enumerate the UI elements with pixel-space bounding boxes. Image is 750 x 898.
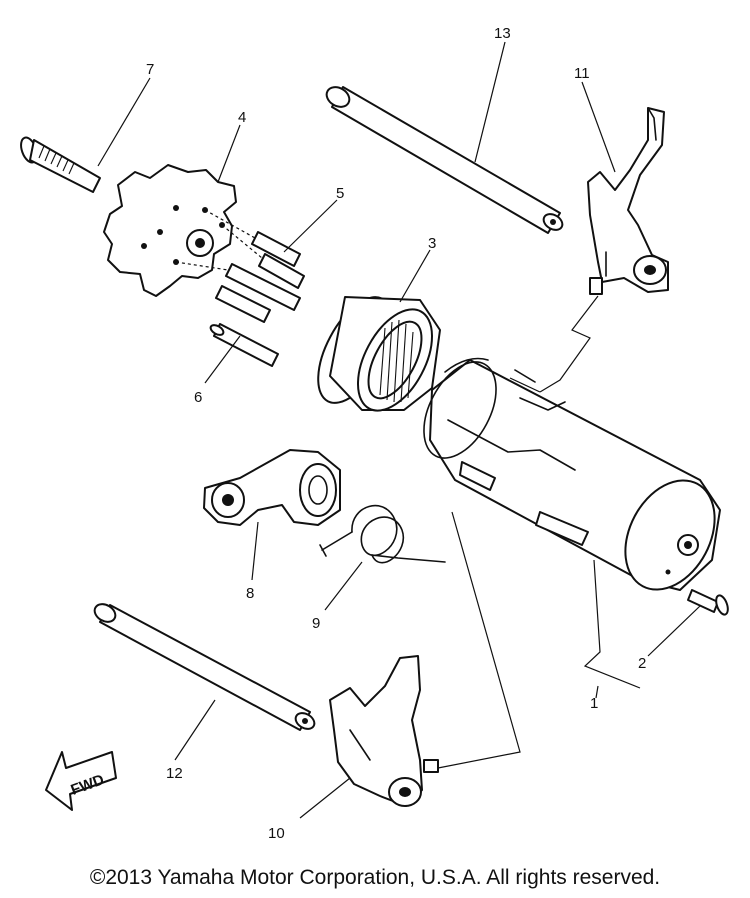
callout-7: 7 <box>146 61 154 78</box>
callout-5: 5 <box>336 185 344 202</box>
part-13-shift-shaft <box>325 86 564 234</box>
callout-2: 2 <box>638 655 646 672</box>
part-2-screw <box>687 589 729 616</box>
copyright-footer: ©2013 Yamaha Motor Corporation, U.S.A. A… <box>89 866 661 889</box>
callout-10: 10 <box>268 825 285 842</box>
callout-8: 8 <box>246 585 254 602</box>
part-11-shift-fork <box>587 107 669 295</box>
callout-11: 11 <box>574 65 590 82</box>
callout-6: 6 <box>194 389 202 406</box>
part-9-spring <box>319 504 446 564</box>
part-4-segment <box>103 164 237 297</box>
callout-13: 13 <box>494 25 511 42</box>
callout-1: 1 <box>590 695 598 712</box>
callout-9: 9 <box>312 615 320 632</box>
leader-lines <box>97 41 701 819</box>
part-12-shift-shaft <box>93 603 316 731</box>
callout-3: 3 <box>428 235 436 252</box>
callout-4: 4 <box>238 109 246 126</box>
part-1-shift-drum <box>423 357 721 591</box>
part-8-stopper-lever <box>203 449 341 526</box>
part-7-bolt <box>20 136 101 193</box>
engagement-lines <box>437 295 599 769</box>
fwd-arrow-icon: FWD <box>45 751 117 811</box>
part-10-shift-fork <box>329 655 439 807</box>
callout-12: 12 <box>166 765 183 782</box>
part-5-pins <box>175 209 305 323</box>
callout-labels: 1 2 3 4 5 6 7 8 9 10 11 12 13 <box>146 25 646 842</box>
part-6-pin <box>209 323 279 367</box>
part-3-bearing <box>317 296 441 412</box>
